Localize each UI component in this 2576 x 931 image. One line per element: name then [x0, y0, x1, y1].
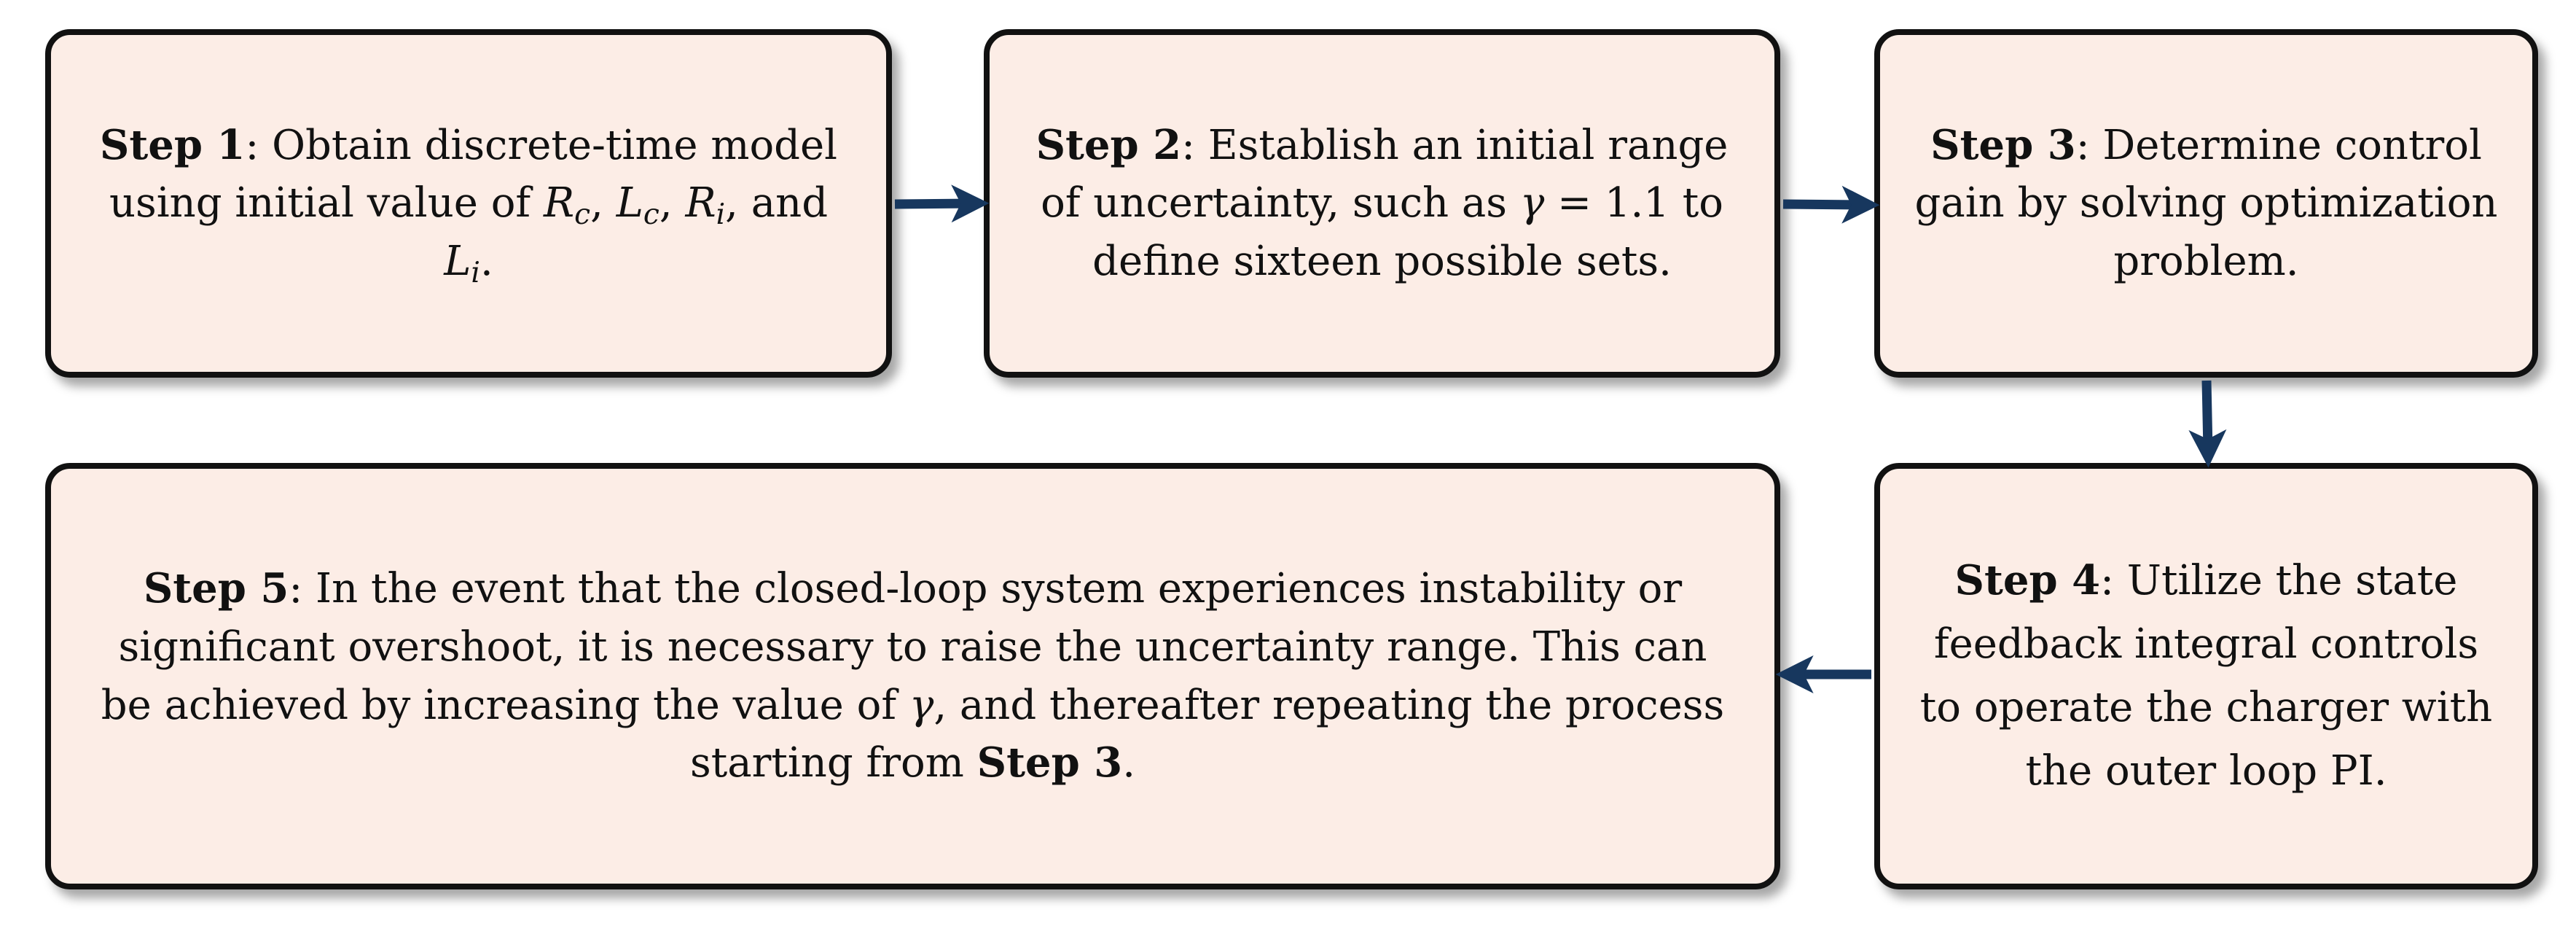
step-1-box: Step 1: Obtain discrete-time model using …	[45, 29, 892, 378]
step-5-label: Step 5	[143, 564, 289, 613]
separator: ,	[659, 179, 686, 227]
step-3-reference: Step 3	[976, 739, 1123, 787]
step-1-text: Step 1: Obtain discrete-time model using …	[80, 117, 857, 291]
gamma-symbol: γ	[909, 681, 934, 729]
step-1-line1: : Obtain discrete-time model	[245, 121, 838, 169]
step-2-text: Step 2: Establish an initial range of un…	[1019, 117, 1745, 291]
step-5-box: Step 5: In the event that the closed-loo…	[45, 463, 1780, 889]
arrow-step1-to-step2	[894, 184, 990, 223]
arrow-step2-to-step3	[1782, 185, 1880, 224]
step-4-box: Step 4: Utilize the state feedback integ…	[1874, 463, 2538, 889]
var-ri: Ri	[685, 179, 726, 232]
period: .	[1122, 739, 1135, 787]
step-4-label: Step 4	[1954, 556, 2101, 605]
step-3-label: Step 3	[1930, 120, 2076, 169]
var-rc: Rc	[543, 179, 591, 232]
step-2-box: Step 2: Establish an initial range of un…	[984, 29, 1780, 378]
step-3-box: Step 3: Determine control gain by solvin…	[1874, 29, 2538, 378]
step-5-text-b: , and thereafter repeating the process s…	[689, 681, 1725, 787]
step-5-text: Step 5: In the event that the closed-loo…	[87, 560, 1738, 792]
step-4-body: : Utilize the state feedback integral co…	[1919, 557, 2493, 795]
step-3-text: Step 3: Determine control gain by solvin…	[1909, 117, 2503, 291]
step-5-text-a: : In the event that the closed-loop syst…	[101, 565, 1707, 729]
step-1-line2: using initial value of	[109, 179, 544, 227]
arrow-step3-to-step4	[2188, 380, 2227, 468]
var-lc: Lc	[616, 179, 659, 232]
gamma-symbol: γ	[1519, 179, 1545, 227]
step-4-text: Step 4: Utilize the state feedback integ…	[1909, 549, 2503, 803]
period: .	[479, 237, 493, 285]
step-3-body: : Determine control gain by solving opti…	[1914, 121, 2498, 285]
step-2-label: Step 2	[1036, 120, 1182, 169]
step-2-text-b: = 1.1 to define sixteen possible sets.	[1092, 179, 1723, 285]
var-li: Li	[444, 237, 480, 289]
separator: ,	[590, 179, 616, 227]
and-text: , and	[725, 179, 829, 227]
step-1-label: Step 1	[99, 120, 246, 169]
step-2-text-a: : Establish an initial range of uncertai…	[1041, 121, 1729, 227]
